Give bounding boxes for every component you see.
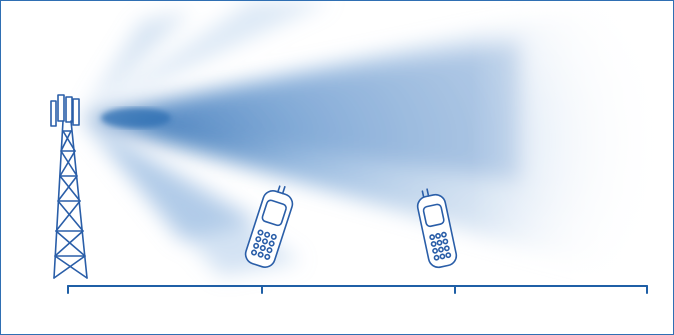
signal-coverage-diagram — [1, 1, 673, 334]
diagram-frame — [0, 0, 674, 335]
beam-fade — [1, 1, 673, 334]
